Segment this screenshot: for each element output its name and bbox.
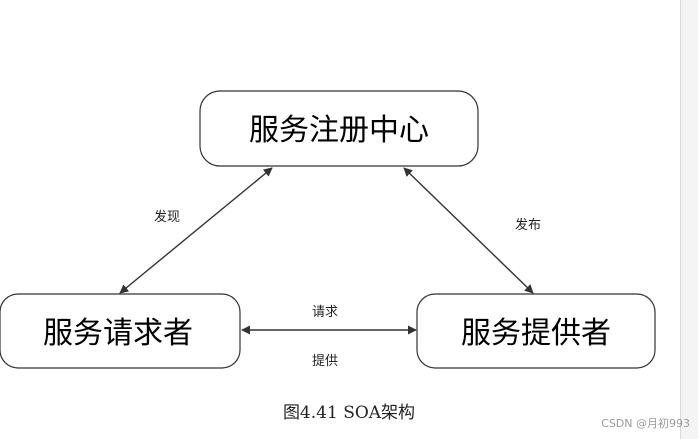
edge-label-provide: 提供	[312, 353, 338, 369]
figure-caption: 图4.41 SOA架构	[282, 403, 416, 423]
node-registry-label: 服务注册中心	[249, 113, 429, 148]
watermark: CSDN @月初993	[601, 417, 690, 430]
page-edge	[680, 0, 698, 439]
edge-label-discover: 发现	[154, 209, 180, 225]
edge-label-publish: 发布	[515, 217, 541, 233]
edge-registry-requester	[119, 167, 273, 294]
node-requester-label: 服务请求者	[43, 316, 193, 351]
node-provider: 服务提供者	[416, 293, 656, 369]
node-requester: 服务请求者	[0, 293, 241, 369]
node-provider-label: 服务提供者	[461, 316, 611, 351]
edge-registry-provider	[403, 167, 534, 294]
node-registry: 服务注册中心	[199, 90, 479, 167]
edge-label-request: 请求	[312, 305, 338, 320]
